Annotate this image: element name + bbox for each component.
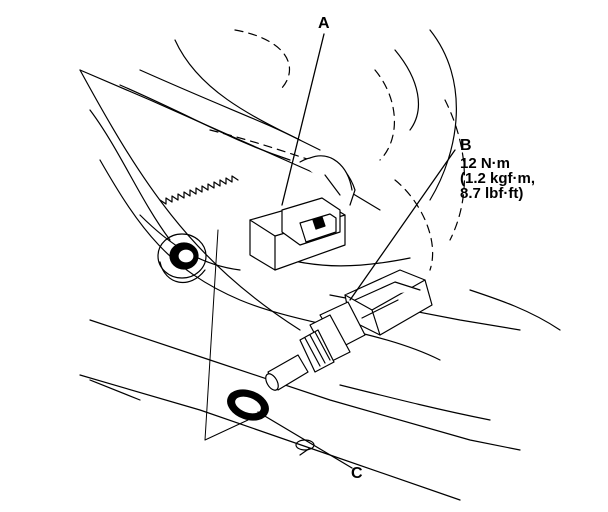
torque-line-2: (1.2 kgf·m, (460, 170, 536, 187)
serrated-edge (159, 175, 239, 205)
callout-label-c: C (351, 465, 363, 482)
engine-block-outline (79, 29, 561, 501)
torque-specification: 12 N·m (1.2 kgf·m, 8.7 lbf·ft) (460, 156, 535, 201)
callout-label-b: B (460, 137, 472, 154)
torque-line-3: 8.7 lbf·ft) (460, 185, 524, 202)
callout-label-a: A (318, 15, 330, 32)
mounting-boss (157, 233, 207, 284)
assembly-guide-lines (204, 229, 249, 441)
hidden-lines (209, 29, 466, 271)
coolant-sensor-b (265, 269, 433, 391)
casting-tab (295, 439, 315, 456)
leader-lines (257, 33, 456, 469)
harness-connector-a (249, 155, 356, 271)
o-ring-c (227, 389, 269, 421)
torque-line-1: 12 N·m (460, 155, 511, 172)
